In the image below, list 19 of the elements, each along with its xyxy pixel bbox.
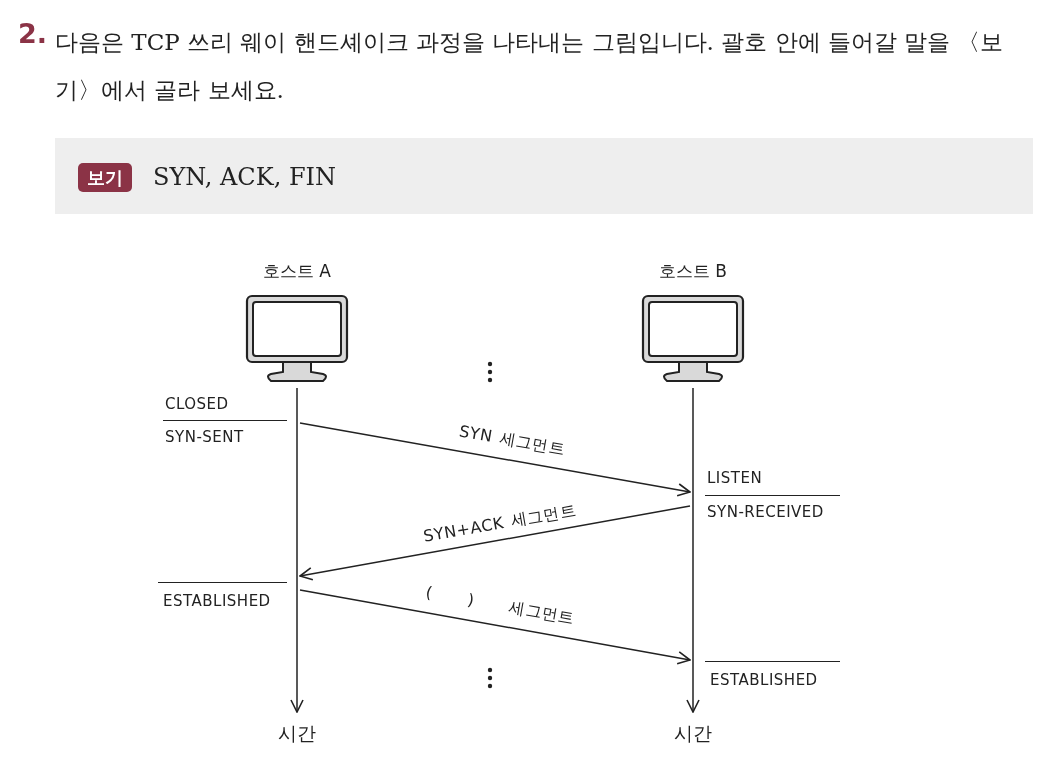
- arrow: [299, 589, 691, 665]
- arrow: [290, 387, 304, 713]
- arrow: [299, 505, 691, 581]
- host-label: 호스트 A: [261, 260, 332, 283]
- time-label: 시간: [277, 721, 317, 746]
- state-label: SYN-SENT: [165, 428, 244, 446]
- example-badge: 보기: [78, 163, 132, 192]
- state-label: LISTEN: [707, 469, 763, 487]
- question-text: 다음은 TCP 쓰리 웨이 핸드셰이크 과정을 나타내는 그림입니다. 괄호 안에 들어갈 말을 〈보기〉에서 골라 보세요.: [55, 28, 1005, 105]
- arrow: [686, 387, 700, 713]
- host-label: 호스트 B: [657, 260, 729, 283]
- state-label: SYN-RECEIVED: [707, 503, 824, 521]
- example-words: SYN, ACK, FIN: [153, 162, 337, 193]
- time-label: 시간: [673, 721, 713, 746]
- arrow: [299, 422, 691, 497]
- state-label: CLOSED: [165, 395, 229, 413]
- state-label: ESTABLISHED: [163, 592, 271, 610]
- state-label: ESTABLISHED: [710, 671, 818, 689]
- question-number: 2.: [18, 18, 48, 49]
